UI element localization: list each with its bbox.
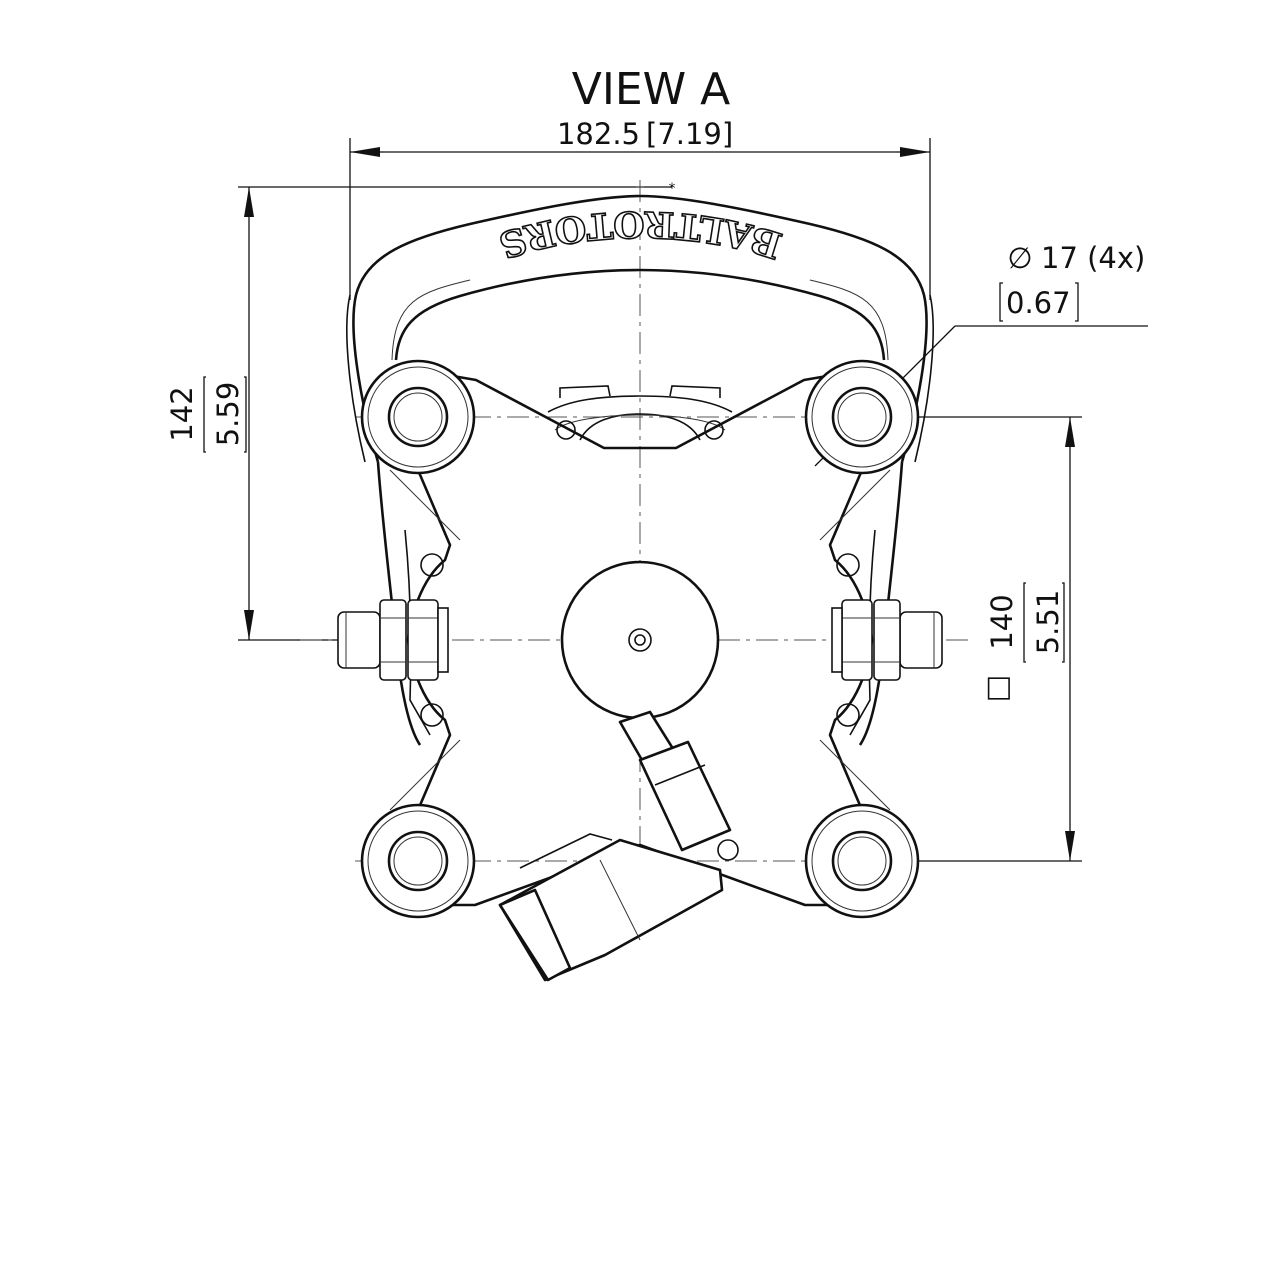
height-dimension: 142 5.59 (165, 186, 672, 641)
hole-diameter-mm-label: 17 (4x) (1041, 241, 1145, 275)
right-bolt-assembly (831, 599, 943, 681)
height-in-label: 5.59 (211, 382, 245, 447)
hole-spacing-in-label: 5.51 (1031, 590, 1065, 655)
handle-frame: * (346, 181, 934, 463)
hole-diameter-callout: ∅ 17 (4x) 0.67 (814, 241, 1148, 467)
hole-spacing-dimension: 140 5.51 □ (900, 416, 1082, 862)
cable-connector (498, 710, 739, 982)
top-hub (547, 385, 733, 441)
mount-hole-top-left (360, 359, 476, 475)
hole-diameter-in-label: 0.67 (1006, 286, 1071, 320)
width-mm-label: 182.5 (557, 117, 640, 151)
mount-hole-top-right (804, 359, 920, 475)
square-symbol: □ (985, 669, 1012, 703)
mount-hole-bottom-right (804, 803, 920, 919)
mount-hole-bottom-left (360, 803, 476, 919)
center-disc (560, 560, 720, 720)
height-mm-label: 142 (165, 386, 199, 441)
width-in-label: [7.19] (646, 117, 733, 151)
svg-text:*: * (669, 181, 676, 197)
left-bolt-assembly (337, 599, 449, 681)
mounting-holes (360, 359, 920, 919)
view-title: VIEW A (572, 64, 730, 115)
width-dimension: 182.5 [7.19] (349, 117, 931, 300)
hole-spacing-mm-label: 140 (985, 594, 1019, 649)
diameter-symbol: ∅ (1007, 241, 1032, 275)
